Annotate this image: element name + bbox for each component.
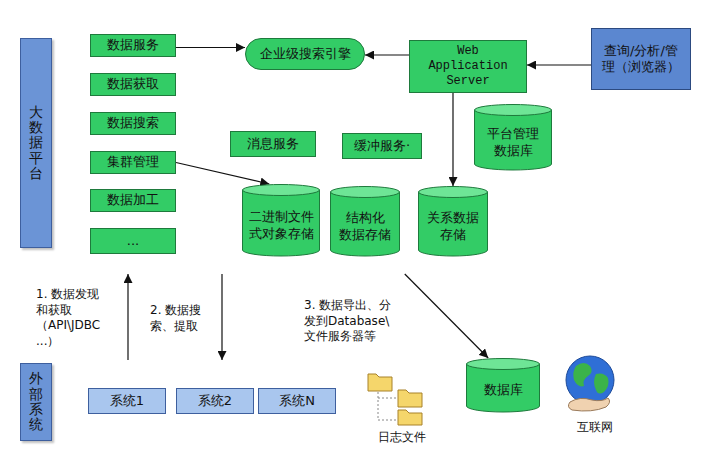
service-box: 消息服务 [230,131,316,157]
node-text: 关系数据 存储 [422,210,484,243]
cylinder-body [467,364,540,412]
icon-label: 互联网 [570,420,620,436]
step-label: 3. 数据导出、分 发到Database\ 文件服务器等 [304,298,412,345]
system-box: 系统N [258,388,336,414]
cylinder-body [331,192,400,256]
service-box: 缓冲服务· [342,133,422,159]
database-cylinder: 数据库 [466,358,540,412]
node-text: 企业级搜索引擎 [260,46,351,62]
connector-arrow [527,64,591,65]
node-text: 数据加工 [107,192,159,208]
cylinder-top [467,359,540,370]
cylinder-top [475,105,552,116]
node-text: Web Application Server [414,44,522,89]
module-box: 数据搜索 [90,112,176,135]
node-text: 消息服务 [247,136,299,152]
platform-panel: 数据服务数据获取数据搜索集群管理数据加工... 企业级搜索引擎 Web Applic… [20,12,565,274]
cylinder-top [243,185,320,196]
module-column [88,30,178,260]
step-label: 2. 数据搜 索、提取 [150,303,214,334]
cylinder-body [243,190,320,256]
icon-label: 日志文件 [372,430,432,446]
node-text: 集群管理 [107,154,159,170]
node-text: 查询/分析/管 理（浏览器） [597,43,685,76]
connector-arrow [221,274,222,360]
module-box: 数据获取 [90,73,176,96]
node-text: 二进制文件 式对象存储 [246,209,316,242]
storage-cylinder: 关系数据 存储 [418,186,488,256]
connector-arrow [176,47,245,48]
database-cylinder: 平台管理 数据库 [474,104,552,170]
log-folder-icon [368,374,422,425]
side-band: 外部系统 [20,363,52,441]
band-title: 大数据平台 [29,105,43,182]
browser-box: 查询/分析/管 理（浏览器） [591,28,691,90]
storage-cylinder: 二进制文件 式对象存储 [242,184,320,256]
module-box: 数据加工 [90,189,176,212]
side-band: 大数据平台 [20,38,52,248]
module-box: 数据服务 [90,34,176,57]
module-box: 集群管理 [90,151,176,174]
module-box: ... [90,228,176,254]
node-text: 系统1 [110,393,144,409]
node-text: 系统2 [198,393,232,409]
node-text: 数据服务 [107,37,159,53]
server-box: Web Application Server [409,40,527,93]
system-box: 系统1 [88,388,166,414]
connector-arrow [365,54,409,55]
node-text: 数据获取 [107,76,159,92]
search-engine: 企业级搜索引擎 [245,38,365,70]
node-text: 系统N [279,393,315,409]
node-text: 数据库 [484,382,523,398]
connector-arrow [452,93,453,186]
connector-arrow [176,163,269,185]
node-text: 数据搜索 [107,115,159,131]
connector-arrow [405,274,488,358]
internet-globe-icon [566,356,614,411]
connector-arrow [127,274,128,360]
node-text: 缓冲服务· [354,138,410,154]
cylinder-body [475,110,552,170]
cylinder-top [419,187,488,198]
cylinder-body [419,192,488,256]
cylinder-top [331,187,400,198]
node-text: 结构化 数据存储 [334,210,396,243]
storage-cylinder: 结构化 数据存储 [330,186,400,256]
node-text: 平台管理 数据库 [478,126,548,159]
band-title: 外部系统 [29,371,43,433]
step-label: 1. 数据发现 和获取 （API\JDBC ...） [36,287,120,349]
node-text: ... [127,233,139,249]
system-box: 系统2 [176,388,254,414]
